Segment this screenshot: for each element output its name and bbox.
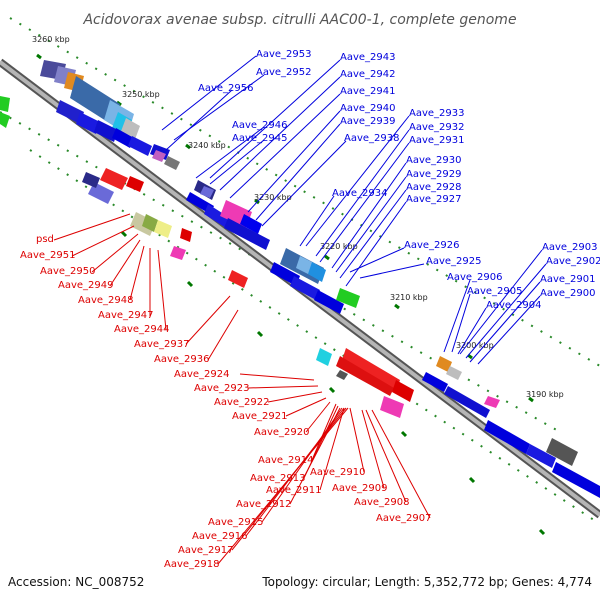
- gene-label: Aave_2948: [78, 295, 134, 306]
- forward-labels: Aave_2953 Aave_2952 Aave_2956 Aave_2946 …: [198, 49, 600, 311]
- gene-label: Aave_2900: [540, 288, 596, 299]
- reverse-genes: [0, 112, 414, 418]
- tick-label: 3220 kbp: [320, 242, 358, 251]
- gene-label: Aave_2947: [98, 310, 154, 321]
- gene-label: Aave_2921: [232, 411, 288, 422]
- tick-label: 3190 kbp: [526, 390, 564, 399]
- gene-label: Aave_2906: [447, 272, 503, 283]
- tick-marks: [36, 53, 546, 536]
- gene-label: Aave_2944: [114, 324, 170, 335]
- gene-label: Aave_2949: [58, 280, 114, 291]
- gene-label: Aave_2915: [208, 517, 264, 528]
- tick-label: 3210 kbp: [390, 293, 428, 302]
- gene-label: Aave_2943: [340, 52, 396, 63]
- gene-label: Aave_2922: [214, 397, 270, 408]
- gene-label: Aave_2918: [164, 559, 220, 570]
- gene-label: Aave_2934: [332, 188, 388, 199]
- gene-label: Aave_2902: [546, 256, 600, 267]
- gene-label: psd: [36, 234, 54, 245]
- gene-label: Aave_2912: [236, 499, 292, 510]
- gene-label: Aave_2903: [542, 242, 598, 253]
- reverse-labels: psd Aave_2951 Aave_2950 Aave_2949 Aave_2…: [20, 234, 432, 570]
- gene-label: Aave_2908: [354, 497, 410, 508]
- tick-label: 3230 kbp: [254, 193, 292, 202]
- gene-label: Aave_2956: [198, 83, 254, 94]
- gene-label: Aave_2931: [409, 135, 465, 146]
- gene-label: Aave_2941: [340, 86, 396, 97]
- tick-label: 3200 kbp: [456, 341, 494, 350]
- gene-label: Aave_2924: [174, 369, 230, 380]
- gene-label: Aave_2917: [178, 545, 234, 556]
- gene-label: Aave_2925: [426, 256, 482, 267]
- gene-label: Aave_2953: [256, 49, 312, 60]
- accession-text: Accession: NC_008752: [8, 575, 144, 589]
- forward-genes: [0, 60, 600, 498]
- gene-label: Aave_2905: [467, 286, 523, 297]
- gene-label: Aave_2945: [232, 133, 288, 144]
- reverse-leader-lines: [53, 213, 431, 565]
- map-title: Acidovorax avenae subsp. citrulli AAC00-…: [82, 12, 516, 28]
- gene-label: Aave_2937: [134, 339, 190, 350]
- gene-label: Aave_2946: [232, 120, 288, 131]
- gene-label: Aave_2907: [376, 513, 432, 524]
- dotted-tracks: [0, 17, 600, 525]
- gene-label: Aave_2930: [406, 155, 462, 166]
- gene-label: Aave_2928: [406, 182, 462, 193]
- gene-label: Aave_2914: [258, 455, 314, 466]
- gene-label: Aave_2942: [340, 69, 396, 80]
- gene-label: Aave_2936: [154, 354, 210, 365]
- gene-label: Aave_2910: [310, 467, 366, 478]
- gene-label: Aave_2940: [340, 103, 396, 114]
- gene-label: Aave_2951: [20, 250, 76, 261]
- gene-label: Aave_2952: [256, 67, 312, 78]
- gene-label: Aave_2939: [340, 116, 396, 127]
- gene-label: Aave_2901: [540, 274, 596, 285]
- tick-label: 3250 kbp: [122, 90, 160, 99]
- gene-label: Aave_2932: [409, 122, 465, 133]
- gene-label: Aave_2926: [404, 240, 460, 251]
- gene-label: Aave_2923: [194, 383, 250, 394]
- gene-label: Aave_2929: [406, 169, 462, 180]
- genome-summary-text: Topology: circular; Length: 5,352,772 bp…: [261, 575, 592, 589]
- gene-label: Aave_2904: [486, 300, 542, 311]
- gene-label: Aave_2909: [332, 483, 388, 494]
- gene-label: Aave_2916: [192, 531, 248, 542]
- tick-label: 3240 kbp: [188, 141, 226, 150]
- tick-label: 3260 kbp: [32, 35, 70, 44]
- gene-label: Aave_2920: [254, 427, 310, 438]
- gene-label: Aave_2938: [344, 133, 400, 144]
- gene-label: Aave_2913: [250, 473, 306, 484]
- gene-label: Aave_2911: [266, 485, 322, 496]
- kbp-tick-labels: 3260 kbp 3250 kbp 3240 kbp 3230 kbp 3220…: [32, 35, 564, 399]
- forward-leader-lines: [161, 55, 547, 365]
- gene-label: Aave_2933: [409, 108, 465, 119]
- gene-label: Aave_2950: [40, 266, 96, 277]
- gene-label: Aave_2927: [406, 194, 462, 205]
